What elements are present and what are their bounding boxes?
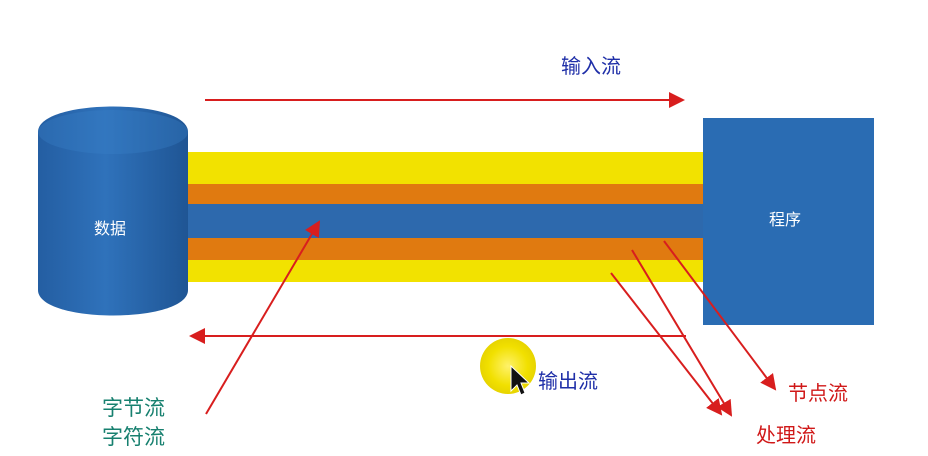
- orange-band-top: [186, 184, 706, 204]
- blue-band-center: [186, 204, 706, 238]
- stream-bands: [186, 152, 706, 282]
- byte-char-pointer-arrow: [205, 220, 321, 415]
- data-cylinder: [38, 106, 188, 316]
- data-label: 数据: [94, 219, 127, 238]
- processing-stream-pointer-arrow-1: [631, 249, 733, 417]
- cursor-highlight: [480, 338, 536, 394]
- yellow-band-bottom: [186, 260, 706, 282]
- char-stream-label: 字符流: [102, 425, 165, 449]
- program-box: [703, 118, 874, 325]
- arrows: [189, 92, 777, 417]
- node-stream-pointer-arrow: [663, 240, 777, 391]
- mouse-pointer-icon: [510, 364, 531, 396]
- processing-stream-pointer-arrow-2: [610, 272, 723, 416]
- yellow-band-top: [186, 152, 706, 184]
- output-stream-label: 输出流: [538, 369, 598, 393]
- node-stream-label: 节点流: [788, 381, 848, 405]
- program-label: 程序: [769, 210, 802, 229]
- processing-stream-label: 处理流: [756, 423, 816, 447]
- orange-band-bottom: [186, 238, 706, 260]
- cursor: [480, 338, 536, 396]
- input-stream-label: 输入流: [561, 54, 621, 78]
- byte-stream-label: 字节流: [102, 396, 165, 420]
